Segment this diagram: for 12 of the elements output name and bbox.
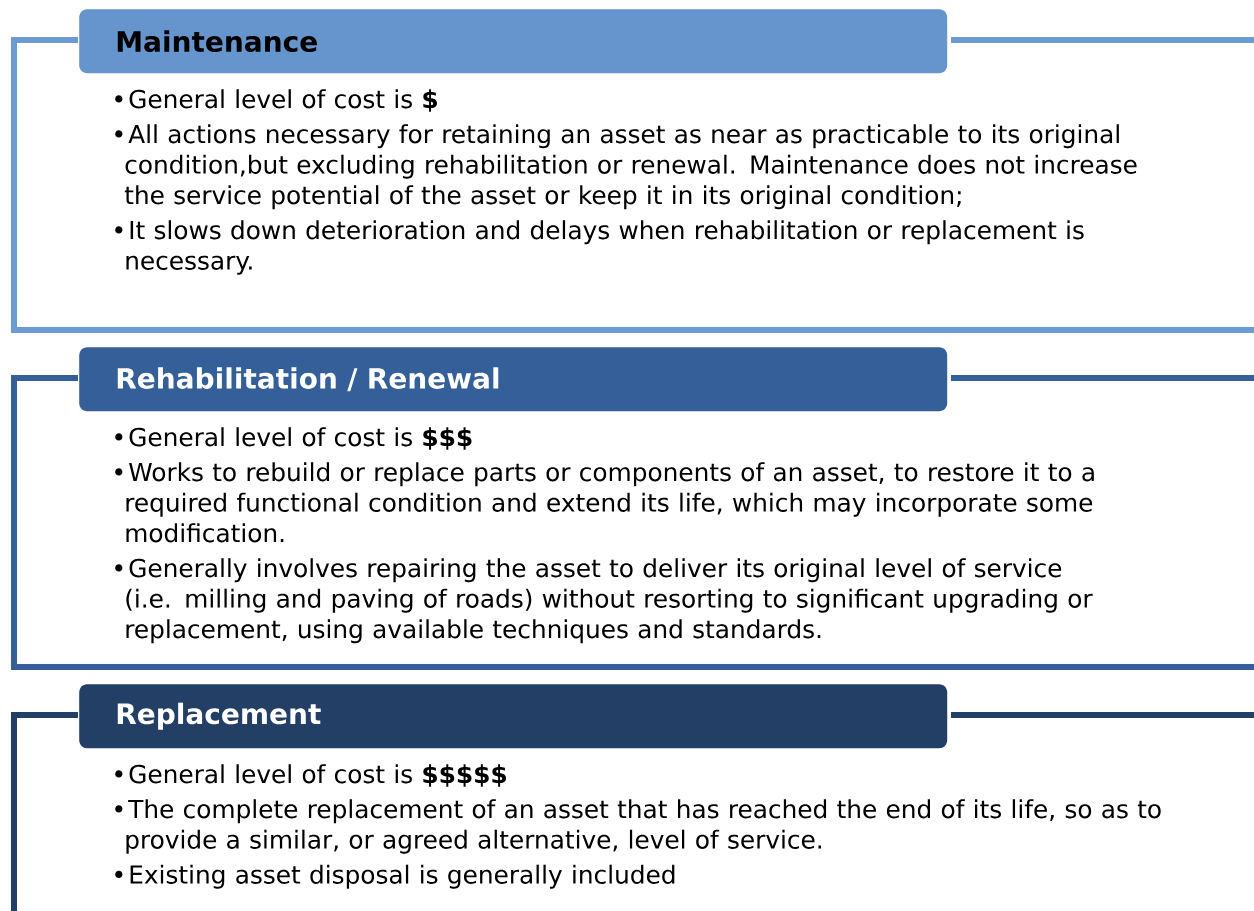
bullet-item: General level of cost is $$$: [115, 427, 472, 450]
bullet-item: All actions necessary for retaining an asset as near as practicable to its original condition,but excluding rehabilitation or renewal. Maintenance does not increase the service potential of the asset or keep it in its original condition;: [115, 124, 1137, 210]
bullet-item: Generally involves repairing the asset to deliver its original level of service (i.e. milling and paving of roads) without resorting to significant upgrading or replacement, using available techniques and standards.: [115, 558, 1093, 644]
section-header: Rehabilitation / Renewal: [79, 347, 948, 412]
section-header: Replacement: [79, 684, 948, 749]
bullet-item: General level of cost is $: [115, 89, 437, 112]
bullet-item: General level of cost is $$$$$: [115, 764, 506, 787]
section-header: Maintenance: [79, 9, 948, 74]
bullet-item: Works to rebuild or replace parts or components of an asset, to restore it to a required functional condition and extend its life, which may incorporate some modification.: [115, 462, 1094, 543]
bullet-item: Existing asset disposal is generally included: [115, 864, 675, 889]
bullet-item: The complete replacement of an asset that has reached the end of its life, so as to provide a similar, or agreed alternative, level of service.: [115, 799, 1161, 854]
bullet-item: It slows down deterioration and delays when rehabilitation or replacement is necessary.: [115, 220, 1084, 275]
